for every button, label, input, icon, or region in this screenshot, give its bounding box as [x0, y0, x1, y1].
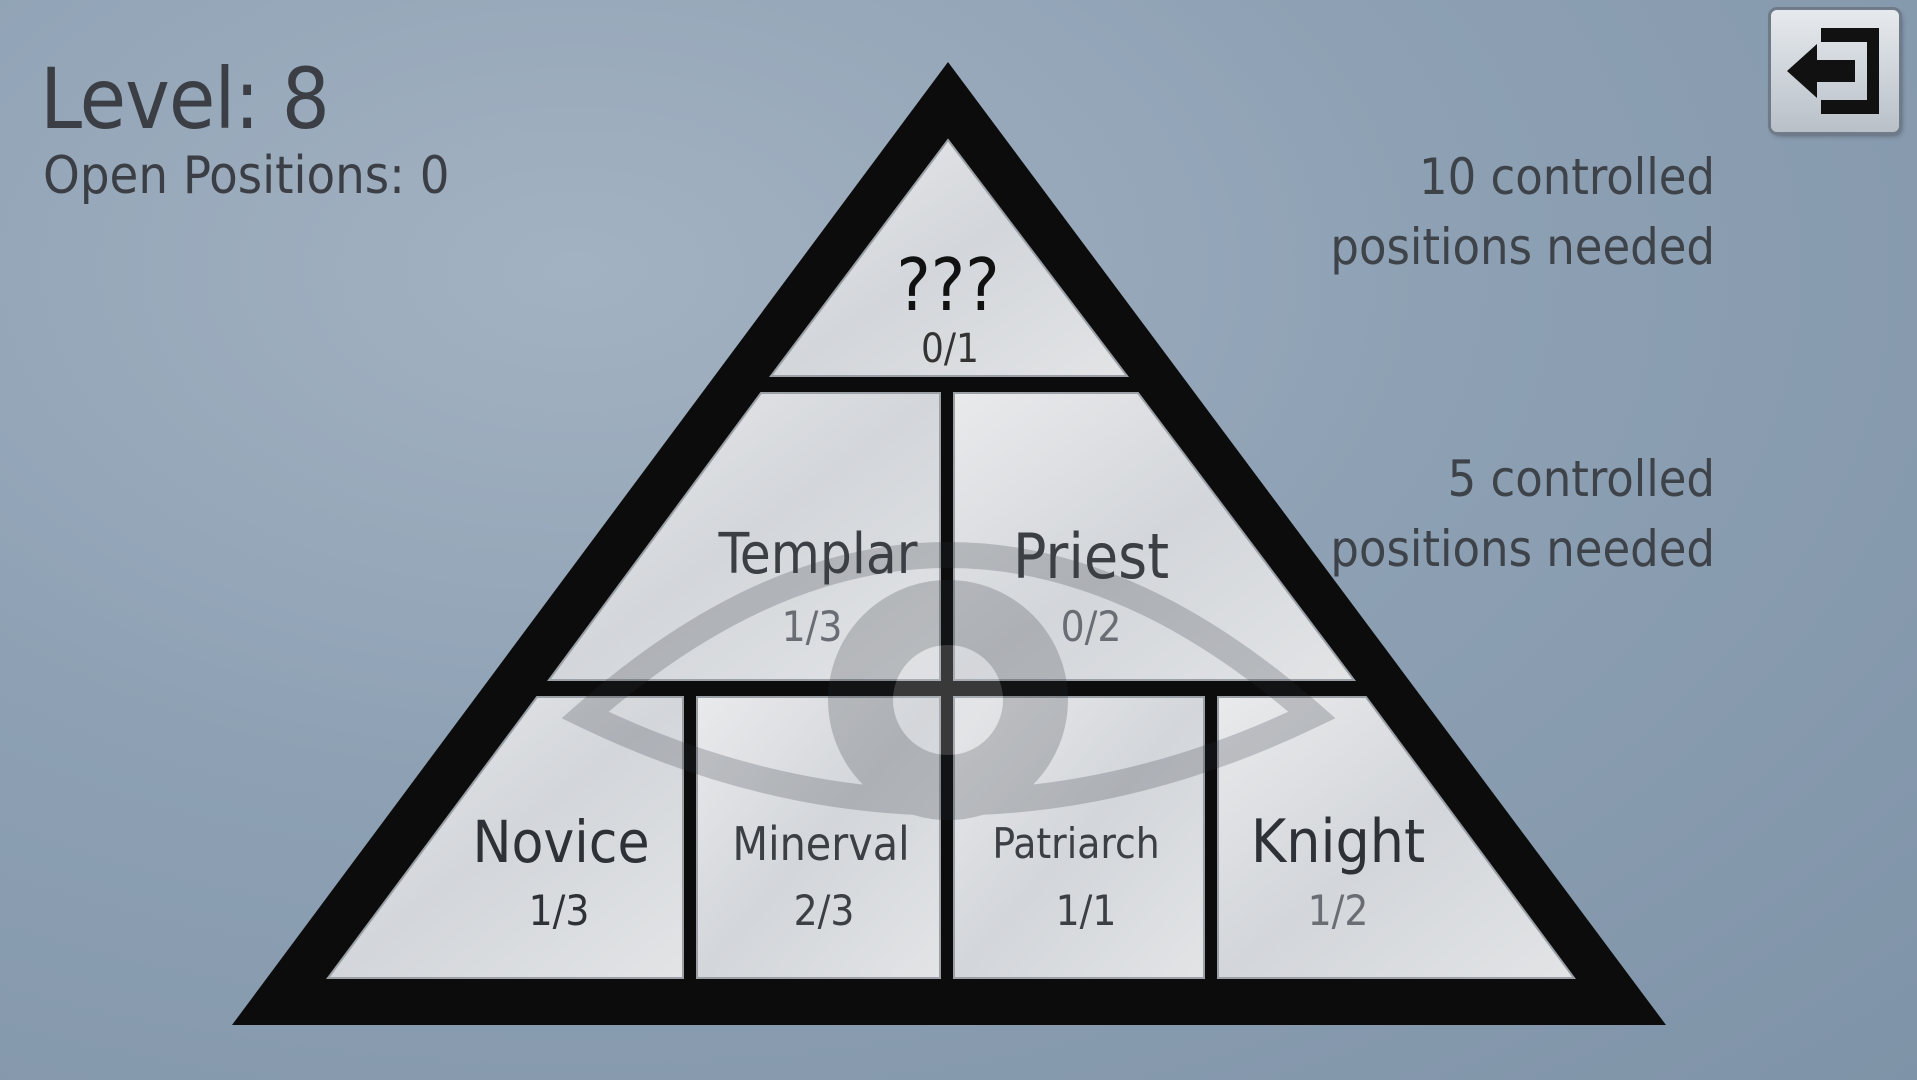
top-tier-requirement: 10 controlled positions needed: [1330, 142, 1715, 282]
patriarch-name: Patriarch: [992, 819, 1159, 868]
requirement-line: positions needed: [1330, 218, 1715, 276]
minerval-count: 2/3: [794, 886, 855, 935]
middle-tier-requirement: 5 controlled positions needed: [1330, 444, 1715, 584]
apex-name: ???: [896, 243, 999, 327]
templar-name: Templar: [718, 522, 918, 587]
eye-icon: [561, 542, 1336, 820]
tier-minerval[interactable]: [696, 696, 941, 979]
priest-name: Priest: [1013, 520, 1169, 593]
tier-templar[interactable]: [547, 392, 941, 681]
requirement-line: 10 controlled: [1418, 148, 1715, 206]
requirement-line: positions needed: [1330, 520, 1715, 578]
templar-count: 1/3: [782, 602, 843, 651]
knight-name: Knight: [1251, 807, 1425, 877]
open-positions-label: Open Positions: 0: [43, 146, 450, 206]
requirement-line: 5 controlled: [1447, 450, 1715, 508]
level-label: Level: 8: [40, 50, 330, 148]
tier-knight[interactable]: [1217, 696, 1576, 979]
apex-count: 0/1: [921, 326, 979, 372]
tier-patriarch[interactable]: [953, 696, 1205, 979]
minerval-name: Minerval: [732, 817, 909, 871]
tier-apex[interactable]: [769, 138, 1130, 377]
priest-count: 0/2: [1061, 602, 1122, 651]
knight-count: 1/2: [1308, 886, 1369, 935]
patriarch-count: 1/1: [1056, 886, 1117, 935]
novice-name: Novice: [472, 808, 649, 876]
exit-button[interactable]: [1771, 10, 1899, 132]
tier-novice[interactable]: [326, 696, 684, 979]
tier-priest[interactable]: [953, 392, 1357, 681]
novice-count: 1/3: [529, 886, 590, 935]
exit-door-icon: [1787, 28, 1879, 114]
